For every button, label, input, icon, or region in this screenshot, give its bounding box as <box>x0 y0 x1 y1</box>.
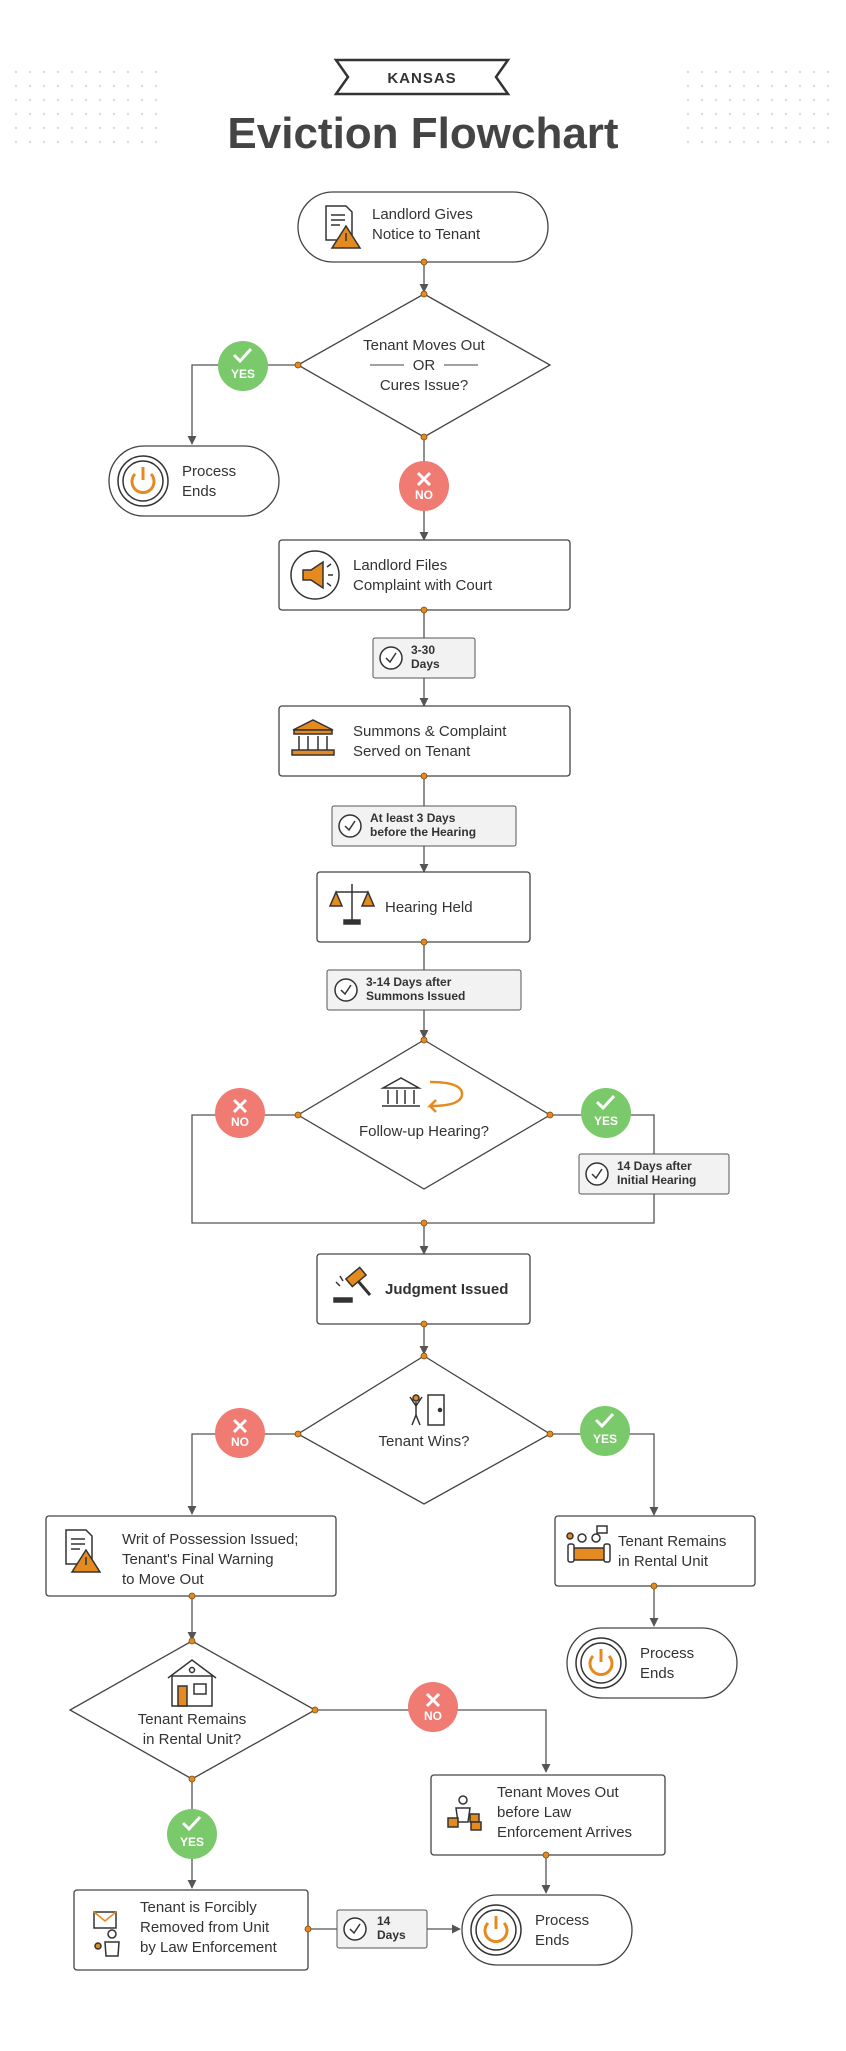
scales-icon <box>328 884 376 925</box>
timing-2-line-2: before the Hearing <box>370 825 476 839</box>
moves-out-text-2: OR <box>413 357 436 374</box>
family-couch-icon <box>566 1525 611 1563</box>
summons-text-2: Served on Tenant <box>353 743 471 760</box>
courthouse-icon <box>291 719 335 756</box>
header: KANSAS Eviction Flowchart <box>227 58 619 158</box>
power-icon <box>470 1904 522 1956</box>
clock-icon <box>338 814 362 838</box>
process-ends-2-text-2: Ends <box>640 1665 674 1682</box>
writ-text-3: to Move Out <box>122 1571 205 1588</box>
remains-q-text-2: in Rental Unit? <box>143 1731 241 1748</box>
hearing-text: Hearing Held <box>385 899 473 916</box>
timing-box-4 <box>578 1153 730 1195</box>
timing-box-1 <box>372 637 476 679</box>
yes-badge: YES <box>581 1088 631 1138</box>
dot-pattern-right <box>676 64 840 154</box>
notice-text-2: Notice to Tenant <box>372 226 481 243</box>
followup-text: Follow-up Hearing? <box>359 1123 489 1140</box>
officer-icon <box>93 1911 120 1957</box>
svg-text:YES: YES <box>593 1432 617 1446</box>
forcibly-text-3: by Law Enforcement <box>140 1939 278 1956</box>
forcibly-text-2: Removed from Unit <box>140 1919 270 1936</box>
timing-3-line-2: Summons Issued <box>366 989 465 1003</box>
timing-box-3 <box>326 969 522 1011</box>
svg-text:NO: NO <box>415 488 433 502</box>
state-ribbon <box>333 58 511 96</box>
moves-out-text-1: Tenant Moves Out <box>363 337 486 354</box>
writ-text-2: Tenant's Final Warning <box>122 1551 274 1568</box>
remains-yes-text-2: in Rental Unit <box>618 1553 709 1570</box>
tenant-wins-diamond <box>296 1355 552 1505</box>
files-complaint-text-1: Landlord Files <box>353 557 447 574</box>
tenant-wins-text: Tenant Wins? <box>379 1433 470 1450</box>
no-badge: NO <box>408 1682 458 1732</box>
timing-2-line-1: At least 3 Days <box>370 811 456 825</box>
summons-shape <box>278 705 571 777</box>
gavel-icon <box>333 1266 372 1303</box>
forcibly-text-1: Tenant is Forcibly <box>140 1899 257 1916</box>
remains-diamond <box>68 1640 317 1780</box>
remains-q-text-1: Tenant Remains <box>138 1711 246 1728</box>
process-ends-3-text-1: Process <box>535 1912 589 1929</box>
clock-icon <box>343 1917 367 1941</box>
process-ends-1-text-1: Process <box>182 463 236 480</box>
yes-badge: YES <box>167 1809 217 1859</box>
timing-5-line-1: 14 <box>377 1914 391 1928</box>
timing-1-line-2: Days <box>411 657 440 671</box>
svg-text:NO: NO <box>424 1709 442 1723</box>
judgment-text: Judgment Issued <box>385 1281 508 1298</box>
notice-text-1: Landlord Gives <box>372 206 473 223</box>
megaphone-icon <box>290 550 340 600</box>
timing-3-line-1: 3-14 Days after <box>366 975 452 989</box>
clock-icon <box>379 646 403 670</box>
yes-badge: YES <box>218 341 268 391</box>
followup-diamond <box>296 1039 552 1190</box>
node-shapes <box>45 191 756 1971</box>
svg-text:YES: YES <box>594 1114 618 1128</box>
process-ends-2-text-1: Process <box>640 1645 694 1662</box>
dot-pattern-left <box>6 64 166 154</box>
timing-1-line-1: 3-30 <box>411 643 435 657</box>
moves-before-text-3: Enforcement Arrives <box>497 1824 632 1841</box>
svg-text:YES: YES <box>180 1835 204 1849</box>
moves-before-text-2: before Law <box>497 1804 571 1821</box>
timing-5-line-2: Days <box>377 1928 406 1942</box>
timing-box-2 <box>331 805 517 847</box>
clock-icon <box>334 978 358 1002</box>
power-icon <box>575 1637 627 1689</box>
document-warning-icon <box>325 205 362 249</box>
writ-text-1: Writ of Possession Issued; <box>122 1531 298 1548</box>
svg-text:NO: NO <box>231 1435 249 1449</box>
svg-text:NO: NO <box>231 1115 249 1129</box>
moves-before-text-1: Tenant Moves Out <box>497 1784 620 1801</box>
summons-text-1: Summons & Complaint <box>353 723 507 740</box>
person-boxes-icon <box>447 1795 482 1831</box>
process-ends-3-text-2: Ends <box>535 1932 569 1949</box>
power-icon <box>117 455 169 507</box>
process-ends-1-text-2: Ends <box>182 483 216 500</box>
remains-yes-text-1: Tenant Remains <box>618 1533 726 1550</box>
timing-4-line-2: Initial Hearing <box>617 1173 696 1187</box>
state-label: KANSAS <box>387 70 456 87</box>
no-badge: NO <box>215 1408 265 1458</box>
courthouse-return-icon <box>380 1077 464 1113</box>
page-title: Eviction Flowchart <box>227 109 619 158</box>
connector-dots <box>188 258 658 1933</box>
yes-badge: YES <box>580 1406 630 1456</box>
no-badge: NO <box>215 1088 265 1138</box>
person-door-icon <box>409 1394 445 1426</box>
house-icon <box>167 1659 217 1707</box>
files-complaint-text-2: Complaint with Court <box>353 577 493 594</box>
timing-4-line-1: 14 Days after <box>617 1159 692 1173</box>
document-warning-icon <box>65 1529 102 1573</box>
no-badge: NO <box>399 461 449 511</box>
moves-out-text-3: Cures Issue? <box>380 377 468 394</box>
clock-icon <box>585 1162 609 1186</box>
svg-text:YES: YES <box>231 367 255 381</box>
